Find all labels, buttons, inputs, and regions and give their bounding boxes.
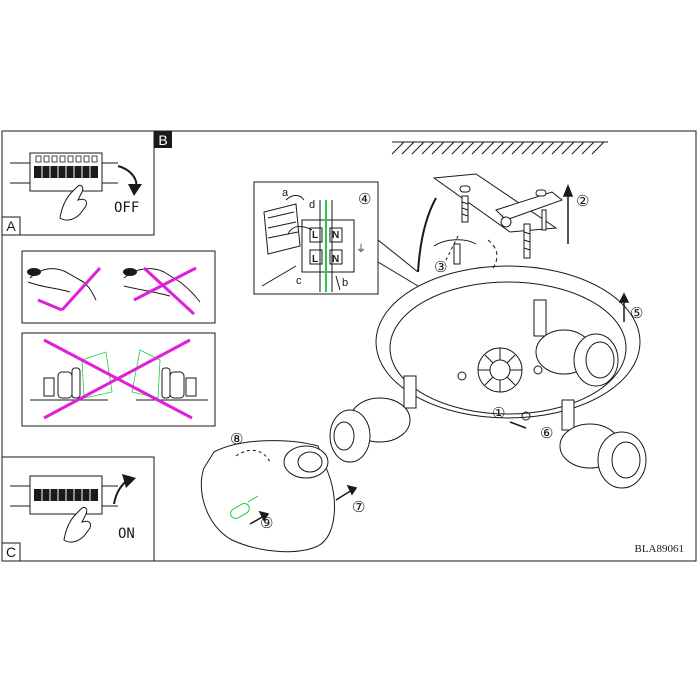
step-3-label: ③ — [434, 259, 447, 276]
section-c-label-box — [1, 542, 21, 562]
wiring-detail-box: a d c b L N L N ⏚ — [253, 181, 419, 295]
section-c-panel: C ON — [1, 456, 155, 562]
wiring-letter-a: a — [282, 187, 289, 199]
switch-on-text: ON — [118, 526, 135, 542]
warning-panel-hands — [21, 250, 216, 324]
cross-icon — [37, 266, 197, 316]
section-a-label-box — [1, 216, 21, 236]
ceiling-hatch-icon — [391, 141, 608, 155]
cross-icon — [43, 338, 193, 420]
section-a-label: A — [6, 218, 16, 234]
step-1-label: ① — [492, 405, 505, 422]
section-b-label-box — [154, 131, 172, 148]
step-4-label: ④ — [358, 191, 371, 208]
ring-fixture — [375, 265, 641, 421]
terminal-n-bottom: N — [332, 254, 339, 265]
wiring-letter-c: c — [296, 275, 302, 287]
hand-icon — [63, 507, 91, 543]
spot-lamp-lower — [559, 399, 647, 489]
mounting-bracket — [432, 173, 564, 233]
hand-icon — [59, 185, 87, 221]
section-c-label: C — [6, 544, 16, 560]
model-code: BLA89061 — [635, 543, 685, 555]
section-b-label: B — [158, 132, 167, 148]
lamp-shade — [200, 440, 335, 553]
section-b-panel: B OFF — [1, 130, 172, 236]
spot-lamp-left — [329, 375, 417, 463]
circuit-breaker-icon — [10, 475, 118, 515]
diagram-frame — [1, 130, 697, 562]
step-5-label: ⑤ — [630, 305, 643, 322]
switch-off-text: OFF — [114, 200, 139, 216]
terminal-l-bottom: L — [312, 254, 318, 265]
earth-symbol: ⏚ — [356, 243, 366, 255]
screw-icon — [453, 195, 547, 265]
bulb-icon — [230, 495, 259, 519]
step-6-label: ⑥ — [540, 425, 553, 442]
circuit-breaker-icon — [10, 152, 118, 192]
wiring-letter-b: b — [342, 277, 348, 289]
terminal-l-top: L — [312, 230, 318, 241]
spot-lamp-upper — [533, 299, 619, 387]
wiring-letter-d: d — [309, 199, 315, 211]
step-2-label: ② — [576, 193, 589, 210]
warning-panel-lamps — [21, 332, 216, 427]
step-7-label: ⑦ — [352, 499, 365, 516]
step-8-label: ⑧ — [230, 431, 243, 448]
step-9-label: ⑨ — [260, 515, 273, 532]
terminal-n-top: N — [332, 230, 339, 241]
